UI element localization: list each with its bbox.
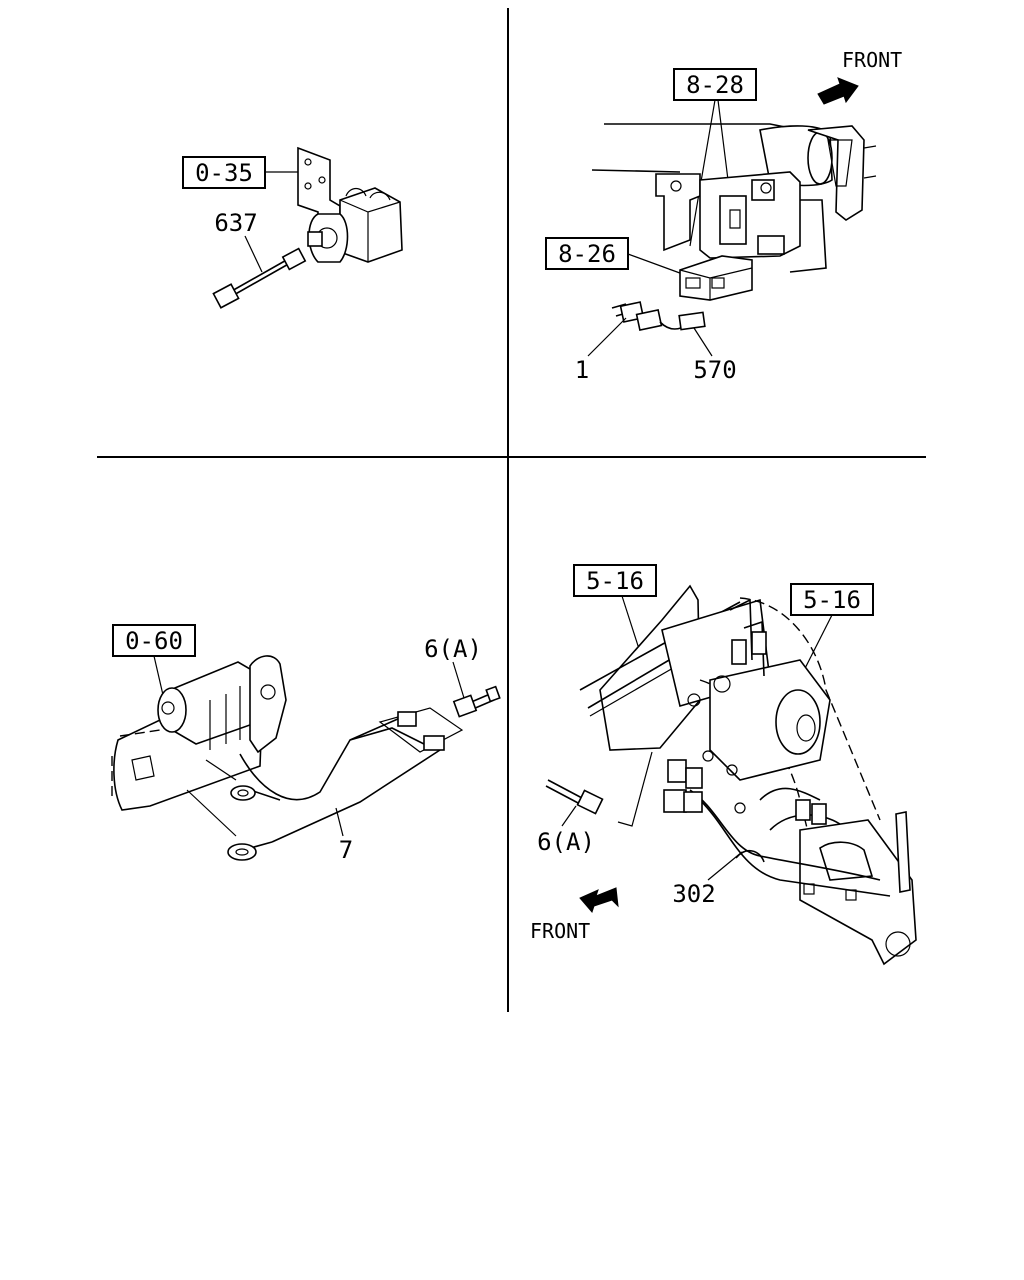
quadrant-bottom-right: 5-16 5-16 [530,564,917,966]
front-arrow-icon [579,887,619,913]
front-arrow-icon [817,77,859,105]
ref-label-5-16-a: 5-16 [586,567,644,595]
quadrant-bottom-left: 0-60 6(A) 7 [111,624,501,864]
ref-label-0-60: 0-60 [125,627,183,655]
quadrant-top-left: 0-35 637 [182,146,403,309]
ref-label: 0-35 [195,159,253,187]
ref-box-0-35[interactable]: 0-35 [182,156,266,189]
ref-box-5-16-left[interactable]: 5-16 [573,564,657,597]
ref-label-5-16-b: 5-16 [803,586,861,614]
part-label-302: 302 [672,880,715,908]
ref-label-8-28: 8-28 [686,71,744,99]
quadrant-top-right: FRONT 8-28 8-26 [545,48,902,384]
part-label-7: 7 [339,836,353,864]
part-label-1: 1 [575,356,589,384]
ref-box-8-26[interactable]: 8-26 [545,237,629,270]
part-label-637: 637 [214,209,257,237]
ref-label-8-26: 8-26 [558,240,616,268]
front-label-bottom: FRONT [530,919,590,943]
ref-box-5-16-right[interactable]: 5-16 [790,583,874,616]
front-label-top: FRONT [842,48,902,72]
part-label-570: 570 [693,356,736,384]
ref-box-8-28[interactable]: 8-28 [673,68,757,101]
ref-box-0-60[interactable]: 0-60 [112,624,196,657]
part-label-6a-br: 6(A) [537,828,595,856]
part-label-6a: 6(A) [424,635,482,663]
